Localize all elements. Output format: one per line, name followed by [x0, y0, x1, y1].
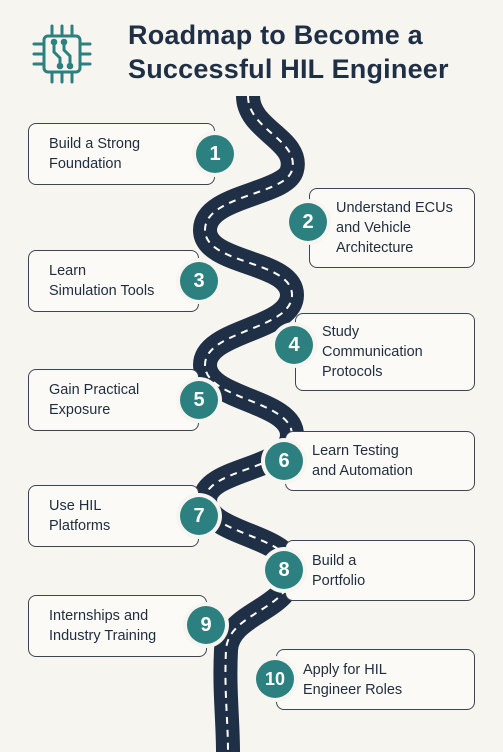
- step-1-line-2: Foundation: [49, 156, 122, 172]
- step-badge-10: 10: [256, 660, 294, 698]
- step-badge-6: 6: [265, 442, 303, 480]
- step-8-line-1: Build a: [312, 552, 357, 569]
- step-3-line-2: Simulation Tools: [49, 283, 155, 299]
- step-card-8: Build a Portfolio: [285, 540, 475, 601]
- step-badge-9: 9: [187, 606, 225, 644]
- step-2-line-1: Understand ECUs: [336, 200, 453, 216]
- step-4-line-3: Protocols: [322, 364, 383, 380]
- step-10-line-2: Engineer Roles: [303, 681, 403, 698]
- step-1-line-1: Build a Strong: [49, 136, 141, 152]
- step-badge-1: 1: [196, 135, 234, 173]
- road-lane-markings: [203, 95, 294, 752]
- step-badge-3: 3: [180, 262, 218, 300]
- step-badge-8: 8: [265, 551, 303, 589]
- header: Roadmap to Become a Successful HIL Engin…: [0, 0, 503, 98]
- step-badge-5: 5: [180, 381, 218, 419]
- step-badge-7: 7: [180, 497, 218, 535]
- page-title: Roadmap to Become a Successful HIL Engin…: [128, 18, 498, 86]
- step-2-line-2: and Vehicle: [336, 220, 411, 236]
- step-card-7: Use HIL Platforms: [28, 485, 199, 547]
- step-card-10: Apply for HIL Engineer Roles: [276, 649, 475, 710]
- step-badge-2: 2: [289, 203, 327, 241]
- step-card-6: Learn Testing and Automation: [285, 431, 475, 491]
- step-4-line-2: Communication: [322, 344, 423, 360]
- title-line-1: Roadmap to Become a: [128, 20, 423, 50]
- step-6-line-1: Learn Testing: [312, 443, 399, 459]
- step-9-line-1: Internships and: [49, 608, 149, 624]
- step-8-line-2: Portfolio: [312, 572, 366, 589]
- circuit-chip-icon: [32, 24, 92, 84]
- step-9-line-2: Industry Training: [49, 628, 157, 644]
- title-line-2: Successful HIL Engineer: [128, 54, 449, 84]
- step-7-line-2: Platforms: [49, 518, 111, 534]
- step-5-line-2: Exposure: [49, 402, 111, 418]
- step-4-line-1: Study: [322, 324, 360, 340]
- step-6-line-2: and Automation: [312, 463, 413, 479]
- step-7-line-1: Use HIL: [49, 498, 102, 514]
- step-3-line-1: Learn: [49, 263, 87, 279]
- step-10-line-1: Apply for HIL: [303, 661, 387, 678]
- step-2-line-3: Architecture: [336, 240, 414, 256]
- step-5-line-1: Gain Practical: [49, 382, 140, 398]
- step-badge-4: 4: [275, 326, 313, 364]
